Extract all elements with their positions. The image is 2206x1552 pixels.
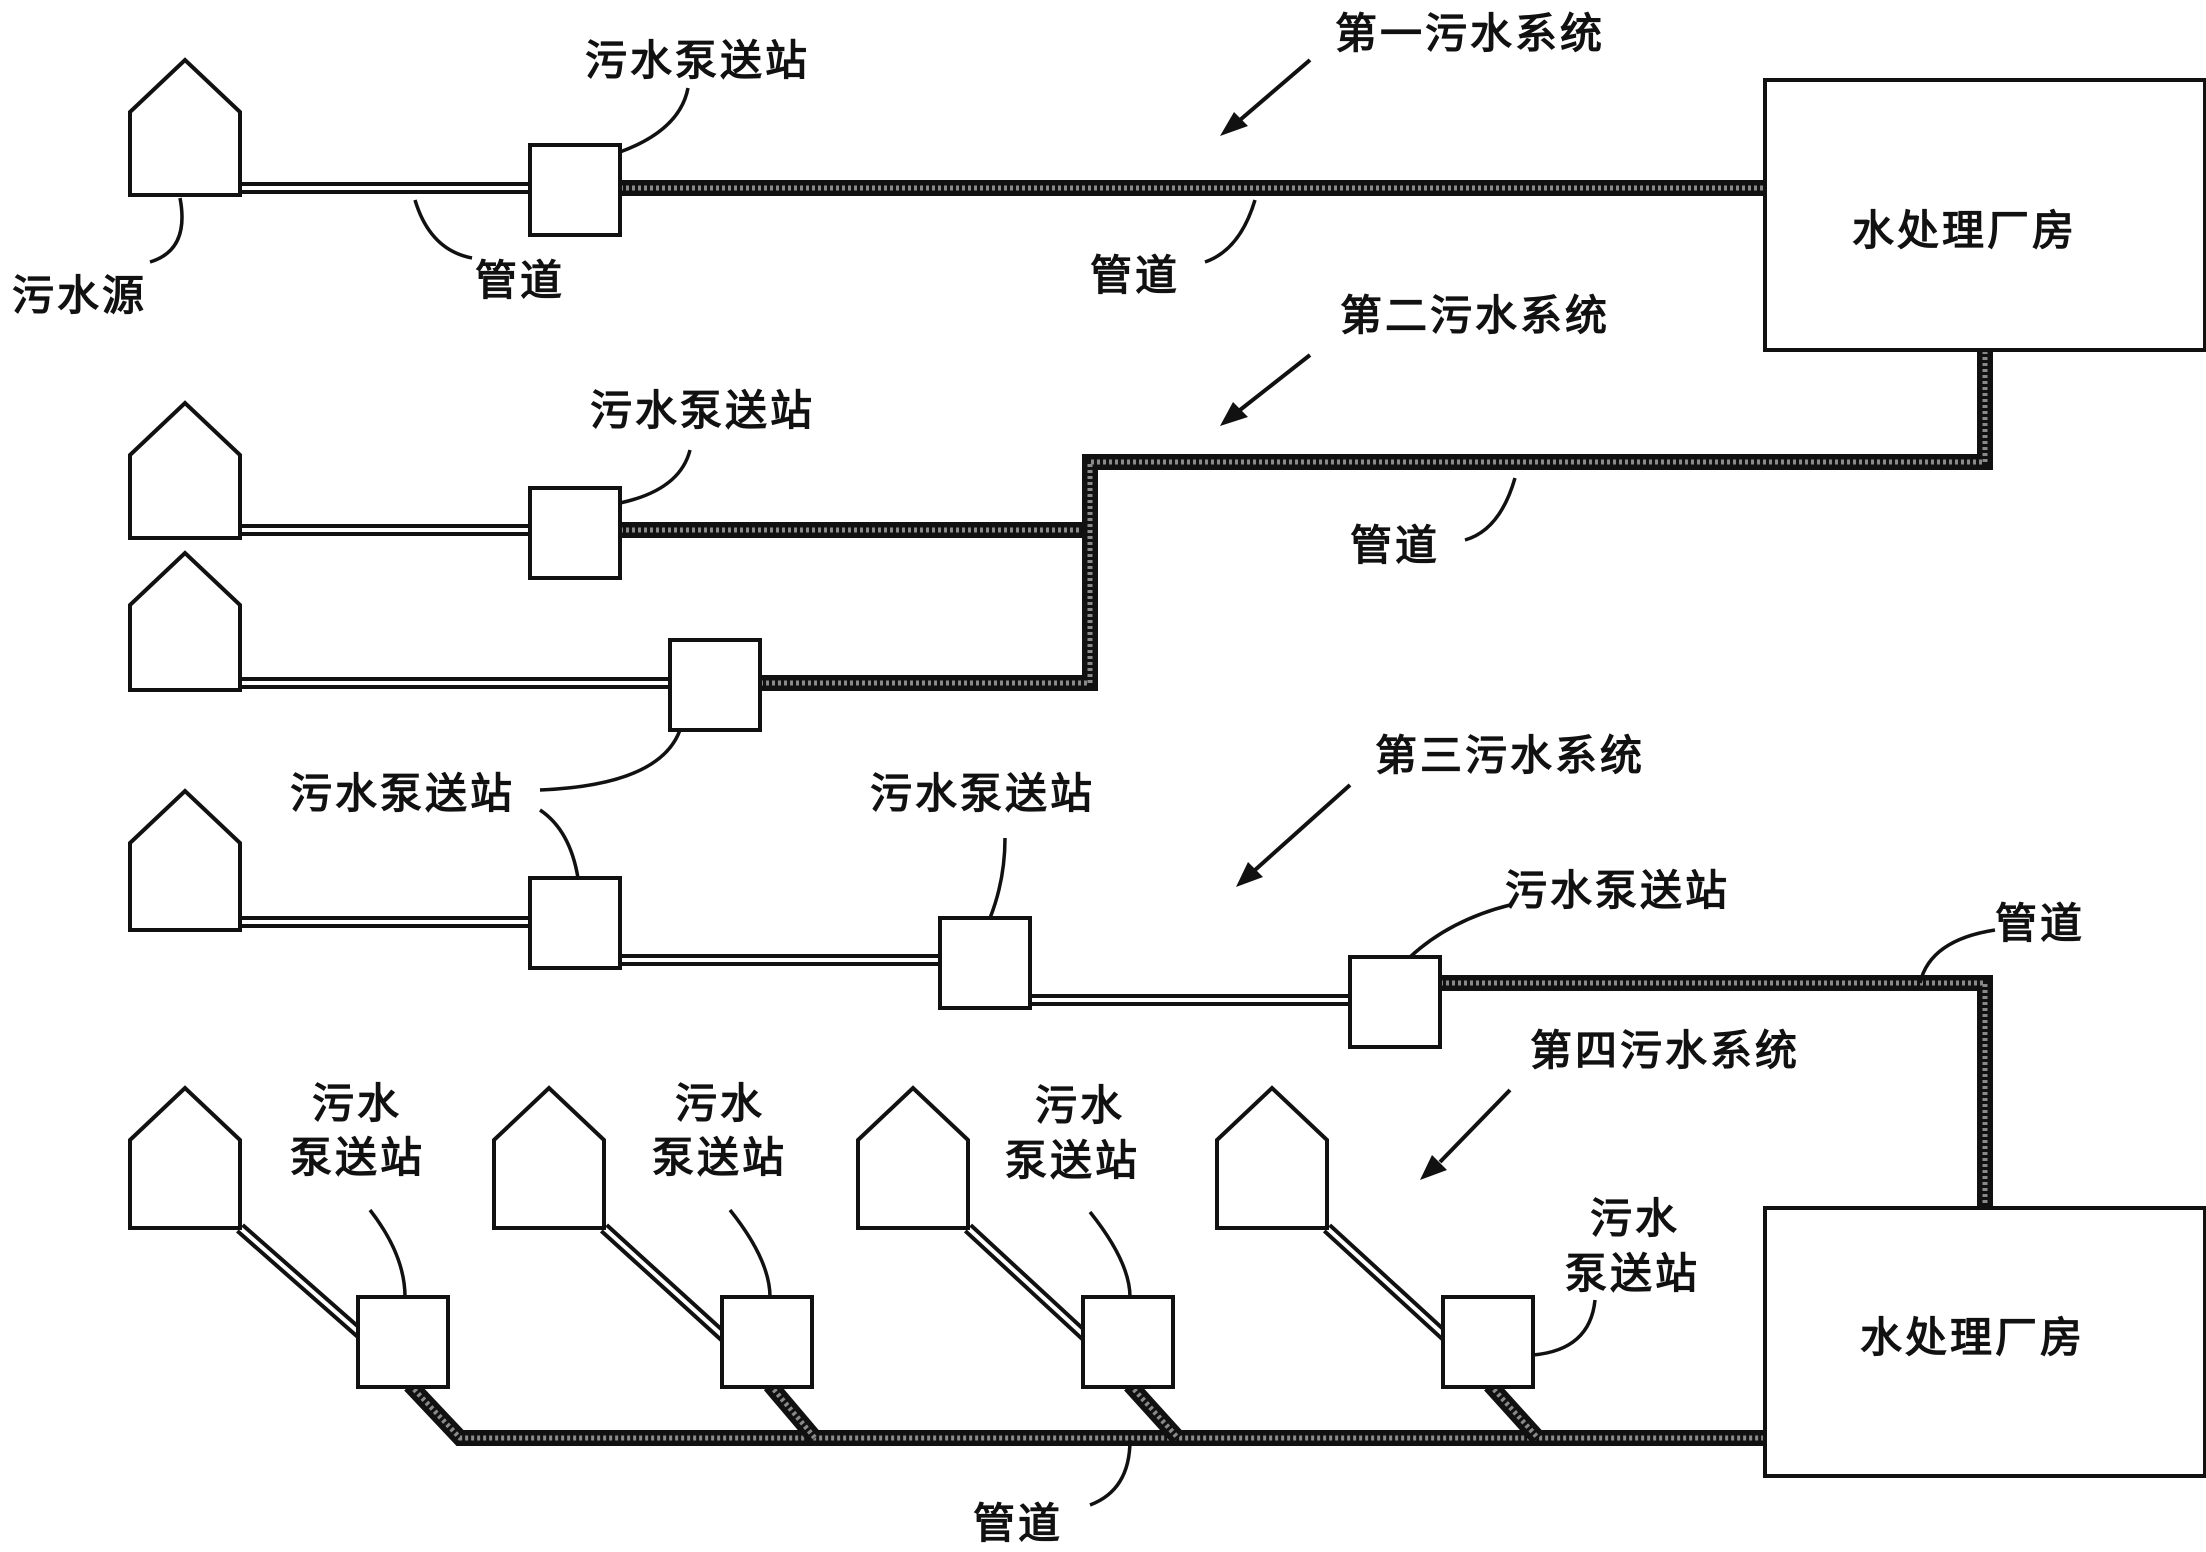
arrow-head-icon xyxy=(1236,862,1263,887)
source-label: 污水源 xyxy=(12,271,147,320)
pump-station-label: 污水泵送站 xyxy=(590,386,815,435)
pump-station-box xyxy=(528,486,622,580)
source-house-icon xyxy=(856,1085,970,1230)
pipe-label: 管道 xyxy=(475,256,565,305)
pump-station-label: 污水泵送站 xyxy=(1505,866,1730,915)
treatment-plant-label: 水处理厂房 xyxy=(1852,206,2077,255)
pipe-label: 管道 xyxy=(973,1499,1063,1548)
pump-station-label-line1: 污水 xyxy=(1590,1194,1680,1243)
pump-stations xyxy=(356,143,1535,1389)
pump-station-label-line1: 污水 xyxy=(1035,1081,1125,1130)
arrow-head-icon xyxy=(1220,112,1248,136)
pump-station-box xyxy=(668,638,762,732)
pipe-label: 管道 xyxy=(1995,899,2085,948)
pump-station-label: 污水泵送站 xyxy=(870,769,1095,818)
source-house-icon xyxy=(128,57,242,197)
pump-station-box xyxy=(528,143,622,237)
treatment-plant-box-bottom xyxy=(1763,1206,2206,1478)
pump-station-label: 污水泵送站 xyxy=(290,769,515,818)
pump-station-box xyxy=(528,876,622,970)
pump-station-label-line1: 污水 xyxy=(675,1079,765,1128)
treatment-plant-label: 水处理厂房 xyxy=(1860,1313,2085,1362)
pipe-label: 管道 xyxy=(1090,251,1180,300)
pump-station-box xyxy=(938,916,1032,1010)
source-house-icon xyxy=(492,1085,606,1230)
source-house-icon xyxy=(128,550,242,692)
system-label-third: 第三污水系统 xyxy=(1375,731,1645,780)
pipe-label: 管道 xyxy=(1350,521,1440,570)
pump-station-box xyxy=(1348,955,1442,1049)
system-label-fourth: 第四污水系统 xyxy=(1530,1026,1800,1075)
pump-station-label-line2: 泵送站 xyxy=(290,1133,425,1182)
system2-pipes xyxy=(240,350,1993,691)
pump-station-label: 污水泵送站 xyxy=(585,36,810,85)
pump-station-box xyxy=(720,1295,814,1389)
pump-station-box xyxy=(1081,1295,1175,1389)
leader-lines xyxy=(149,87,1996,1507)
pump-station-box xyxy=(356,1295,450,1389)
source-house-icon xyxy=(1215,1085,1329,1230)
source-house-icon xyxy=(128,788,242,932)
system-arrows xyxy=(1220,58,1512,1180)
system3-pipes xyxy=(240,916,1993,1208)
source-house-icon xyxy=(128,400,242,540)
pump-station-label-line2: 泵送站 xyxy=(1005,1136,1140,1185)
sources xyxy=(128,57,1329,1230)
system-label-first: 第一污水系统 xyxy=(1335,9,1605,58)
treatment-plant-box-top xyxy=(1763,78,2206,352)
pump-station-label-line2: 泵送站 xyxy=(652,1133,787,1182)
pump-station-box xyxy=(1441,1295,1535,1389)
arrow-head-icon xyxy=(1220,402,1248,426)
pump-station-label-line1: 污水 xyxy=(312,1079,402,1128)
pump-station-label-line2: 泵送站 xyxy=(1565,1249,1700,1298)
labels: 第一污水系统 第二污水系统 第三污水系统 第四污水系统 水处理厂房 水处理厂房 … xyxy=(12,9,2085,1548)
source-house-icon xyxy=(128,1085,242,1230)
arrow-head-icon xyxy=(1420,1155,1447,1180)
system-label-second: 第二污水系统 xyxy=(1340,291,1610,340)
system4-pipes xyxy=(236,1223,1765,1446)
